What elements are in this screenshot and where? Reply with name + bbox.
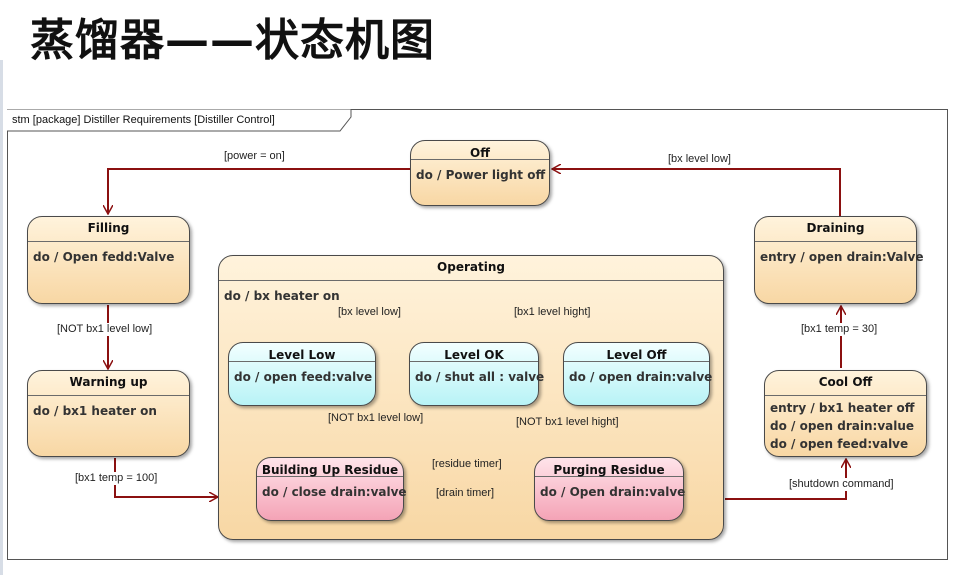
state-activity: do / close drain:valve	[262, 485, 407, 499]
state-level-ok[interactable]: Level OK do / shut all : valve	[409, 342, 545, 406]
transition-off-to-filling	[108, 168, 410, 214]
frame-label: stm [package] Distiller Requirements [Di…	[12, 114, 275, 126]
guard-label: [bx level low]	[668, 153, 731, 166]
transition-draining-to-off	[552, 169, 841, 216]
guard-label: [power = on]	[224, 150, 285, 163]
state-draining[interactable]: Draining entry / open drain:Valve	[754, 216, 924, 304]
state-activity: do / shut all : valve	[415, 370, 545, 384]
state-name: Operating	[219, 256, 723, 281]
frame-label-tab	[7, 109, 352, 132]
guard-label: [bx1 temp = 30]	[801, 323, 878, 336]
slide-edge-divider	[0, 60, 3, 575]
state-filling[interactable]: Filling do / Open fedd:Valve	[27, 216, 190, 304]
state-building-up-residue[interactable]: Building Up Residue do / close drain:val…	[256, 457, 407, 521]
transition-operating-to-cooloff	[725, 459, 846, 500]
guard-label: [drain timer]	[436, 487, 495, 499]
state-activity: entry / open drain:Valve	[760, 250, 924, 264]
state-activity: do / open drain:value	[770, 419, 915, 433]
state-name: Level Low	[229, 343, 375, 362]
state-purging-residue[interactable]: Purging Residue do / Open drain:valve	[534, 457, 686, 521]
state-name: Purging Residue	[535, 458, 683, 477]
state-name: Warning up	[28, 371, 189, 396]
state-name: Draining	[755, 217, 916, 242]
page-title: 蒸馏器——状态机图	[30, 15, 435, 66]
guard-label: [NOT bx1 level low]	[328, 412, 424, 424]
state-activity: do / Power light off	[416, 168, 546, 182]
guard-label: [bx1 level hight]	[514, 306, 591, 318]
state-name: Cool Off	[765, 371, 926, 396]
guard-label: [bx1 temp = 100]	[75, 472, 158, 485]
state-activity: do / Open drain:valve	[540, 485, 686, 499]
state-name: Level Off	[564, 343, 709, 362]
state-name: Building Up Residue	[257, 458, 403, 477]
state-cool-off[interactable]: Cool Off entry / bx1 heater off do / ope…	[764, 370, 927, 457]
guard-label: [NOT bx1 level low]	[57, 323, 153, 336]
state-warning-up[interactable]: Warning up do / bx1 heater on	[27, 370, 190, 457]
state-activity: do / bx heater on	[224, 289, 340, 303]
state-activity: do / open feed:valve	[234, 370, 373, 384]
guard-label: [shutdown command]	[789, 478, 894, 491]
state-name: Level OK	[410, 343, 538, 362]
guard-label: [NOT bx1 level hight]	[516, 416, 619, 428]
state-name: Off	[411, 141, 549, 160]
guard-label: [bx level low]	[338, 306, 401, 318]
state-activity: do / Open fedd:Valve	[33, 250, 175, 264]
state-level-off[interactable]: Level Off do / open drain:valve	[563, 342, 713, 406]
state-activity: entry / bx1 heater off	[770, 401, 915, 415]
state-off[interactable]: Off do / Power light off	[410, 140, 550, 206]
state-activity: do / open drain:valve	[569, 370, 713, 384]
state-name: Filling	[28, 217, 189, 242]
transition-warning-to-operating	[114, 458, 218, 497]
state-activity: do / bx1 heater on	[33, 404, 157, 418]
guard-label: [residue timer]	[432, 458, 502, 470]
state-level-low[interactable]: Level Low do / open feed:valve	[228, 342, 376, 406]
state-activity: do / open feed:valve	[770, 437, 909, 451]
